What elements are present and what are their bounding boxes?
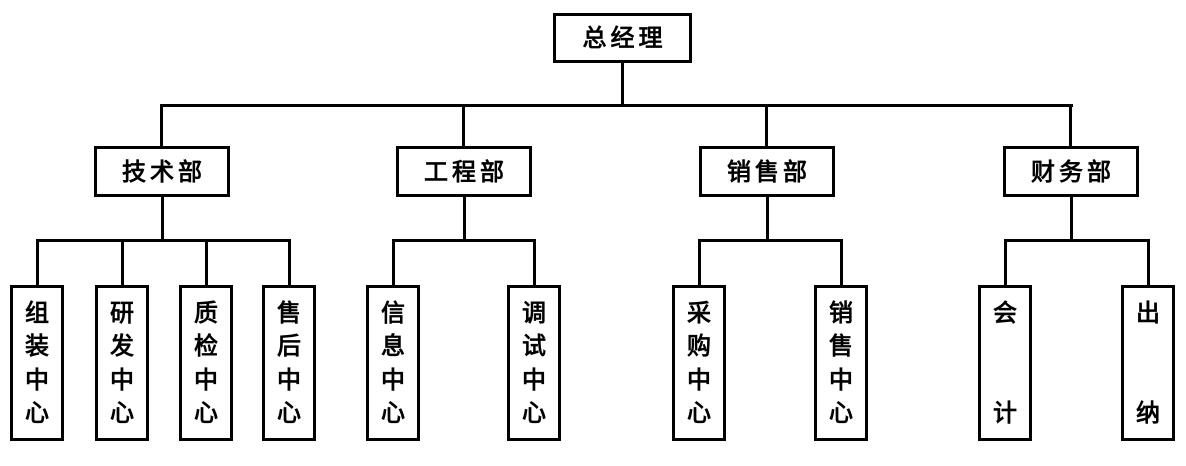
connector-line <box>1070 197 1073 242</box>
node-procurement-center: 采购中心 <box>672 285 726 441</box>
node-accounting: 会计 <box>978 285 1032 441</box>
connector-line <box>1004 239 1007 285</box>
connector-line <box>463 197 466 242</box>
connector-line <box>36 239 39 285</box>
node-sales-center: 销售中心 <box>814 285 868 441</box>
connector-line <box>1004 239 1150 242</box>
node-finance-dept: 财务部 <box>1003 146 1139 197</box>
node-commissioning-center: 调试中心 <box>507 285 561 441</box>
connector-line <box>1147 239 1150 285</box>
connector-line <box>698 239 701 285</box>
node-general-manager: 总经理 <box>553 13 692 63</box>
node-quality-inspection-center: 质检中心 <box>179 285 233 441</box>
connector-line <box>766 197 769 242</box>
connector-line <box>533 239 536 285</box>
connector-line <box>288 239 291 285</box>
connector-line <box>392 239 395 285</box>
connector-line <box>1069 104 1072 146</box>
node-cashier: 出纳 <box>1121 285 1175 441</box>
node-after-sales-center: 售后中心 <box>262 285 316 441</box>
connector-line <box>121 239 124 285</box>
connector-line <box>698 239 843 242</box>
connector-line <box>160 104 1073 107</box>
connector-line <box>621 63 624 106</box>
node-information-center: 信息中心 <box>366 285 420 441</box>
node-technology-dept: 技术部 <box>94 146 230 197</box>
connector-line <box>765 104 768 146</box>
connector-line <box>840 239 843 285</box>
node-engineering-dept: 工程部 <box>396 146 532 197</box>
connector-line <box>36 239 291 242</box>
connector-line <box>392 239 536 242</box>
node-sales-dept: 销售部 <box>699 146 835 197</box>
connector-line <box>462 104 465 146</box>
connector-line <box>161 197 164 242</box>
node-assembly-center: 组装中心 <box>10 285 64 441</box>
node-rd-center: 研发中心 <box>95 285 149 441</box>
connector-line <box>205 239 208 285</box>
connector-line <box>160 104 163 146</box>
